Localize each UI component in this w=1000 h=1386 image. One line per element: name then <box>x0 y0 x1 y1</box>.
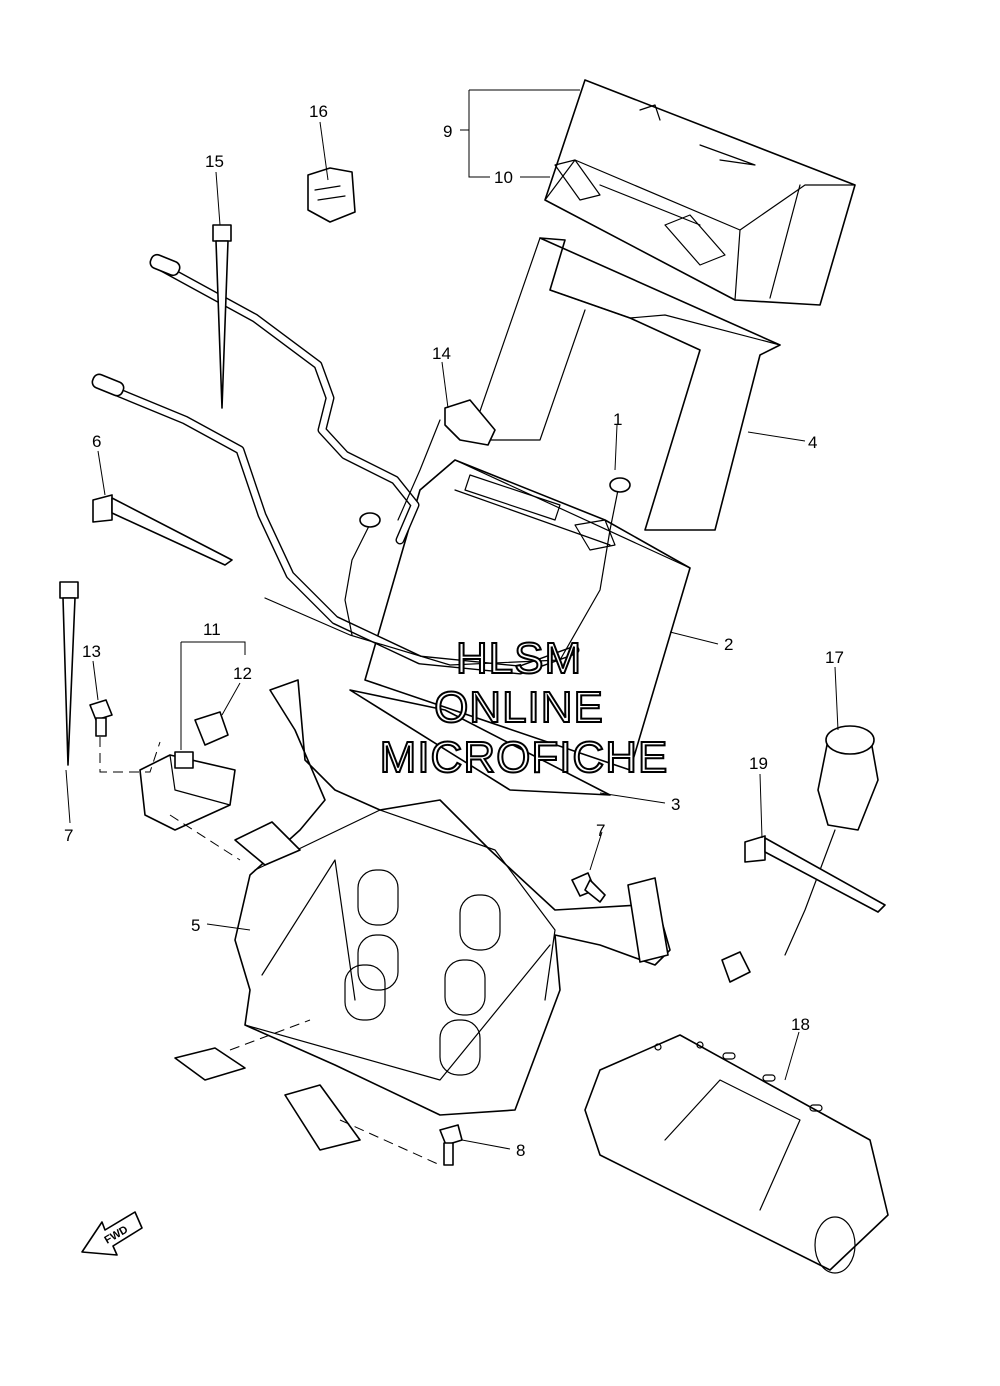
callout-10: 10 <box>494 168 513 187</box>
callout-8: 8 <box>516 1141 525 1160</box>
callout-19: 19 <box>749 754 768 773</box>
watermark-line-2: ONLINE <box>434 683 604 732</box>
callout-14: 14 <box>432 344 451 363</box>
leader-lines <box>65 89 839 1166</box>
callout-18: 18 <box>791 1015 810 1034</box>
callout-1: 1 <box>613 410 622 429</box>
battery-band <box>469 237 781 531</box>
watermark: HLSM ONLINE MICROFICHE <box>379 633 669 783</box>
dc-socket <box>721 725 879 983</box>
cable-tie-6 <box>92 494 233 566</box>
watermark-line-3: MICROFICHE <box>380 733 669 782</box>
callout-6: 6 <box>92 432 101 451</box>
clamp <box>307 167 356 223</box>
callout-2: 2 <box>724 635 733 654</box>
callout-17: 17 <box>825 648 844 667</box>
cable-tie-15 <box>212 224 232 409</box>
callout-12: 12 <box>233 664 252 683</box>
bolt-13 <box>89 699 113 737</box>
cable-protector <box>584 1034 889 1274</box>
terminal-cap <box>444 399 496 446</box>
bolt-7 <box>571 872 606 903</box>
callout-11: 11 <box>203 620 221 639</box>
callout-7-left: 7 <box>64 826 73 845</box>
callout-4: 4 <box>808 433 817 452</box>
fwd-arrow: FWD <box>81 1211 143 1256</box>
callout-5: 5 <box>191 916 200 935</box>
callout-16: 16 <box>309 102 328 121</box>
battery-cover <box>544 79 856 306</box>
callout-7-right: 7 <box>596 821 605 840</box>
battery-cables <box>91 253 631 675</box>
battery-box <box>174 679 671 1151</box>
callout-9: 9 <box>443 122 452 141</box>
cable-tie-19 <box>744 835 886 913</box>
cable-tie-7 <box>59 581 79 766</box>
callout-13: 13 <box>82 642 101 661</box>
callout-15: 15 <box>205 152 224 171</box>
watermark-line-1: HLSM <box>456 634 582 683</box>
bolt-8 <box>439 1124 463 1166</box>
callouts: 1 2 3 4 5 6 7 7 8 9 10 11 12 13 14 15 16… <box>64 102 844 1160</box>
starter-relay <box>139 711 236 831</box>
callout-3: 3 <box>671 795 680 814</box>
